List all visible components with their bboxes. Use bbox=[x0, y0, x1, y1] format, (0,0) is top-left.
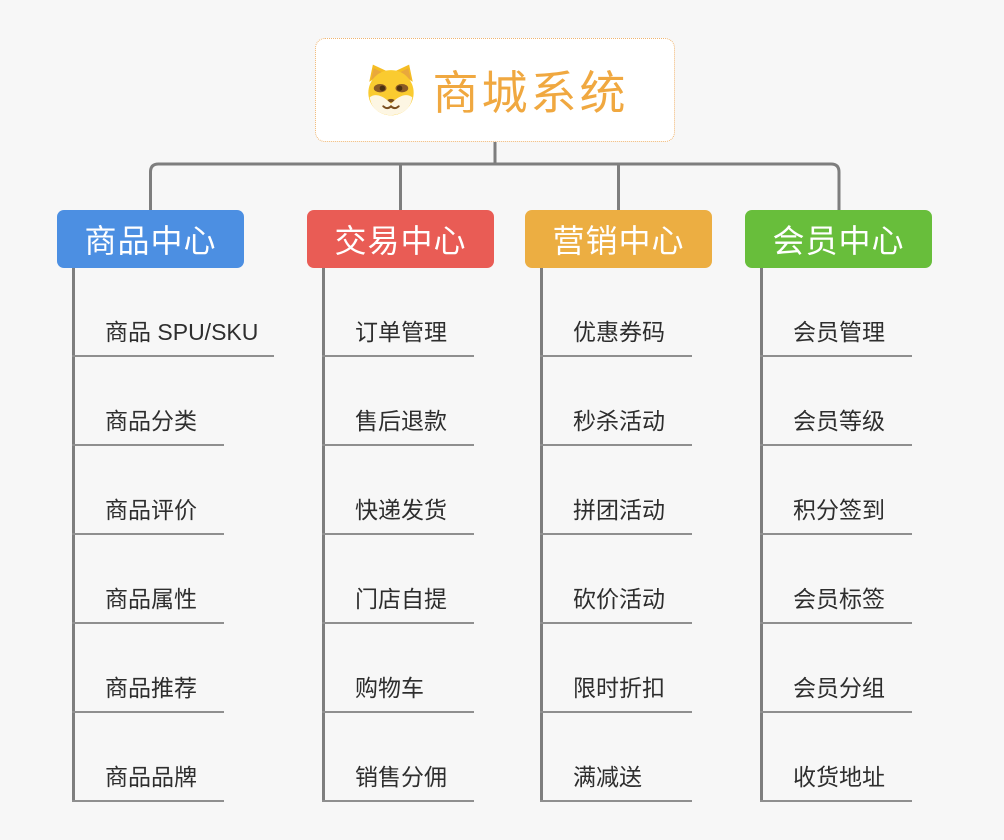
root-node[interactable]: 商城系统 bbox=[315, 38, 675, 142]
leaf-node[interactable]: 优惠券码 bbox=[540, 268, 692, 357]
branch-node[interactable]: 营销中心 bbox=[525, 210, 712, 268]
leaf-node[interactable]: 会员等级 bbox=[760, 357, 912, 446]
branch-children-column: 订单管理售后退款快递发货门店自提购物车销售分佣 bbox=[322, 268, 474, 802]
leaf-node[interactable]: 快递发货 bbox=[322, 446, 474, 535]
leaf-node[interactable]: 秒杀活动 bbox=[540, 357, 692, 446]
leaf-node[interactable]: 会员管理 bbox=[760, 268, 912, 357]
branch-children-column: 会员管理会员等级积分签到会员标签会员分组收货地址 bbox=[760, 268, 912, 802]
branch-label: 交易中心 bbox=[334, 223, 467, 259]
leaf-node[interactable]: 商品评价 bbox=[72, 446, 224, 535]
leaf-node[interactable]: 商品属性 bbox=[72, 535, 224, 624]
leaf-node[interactable]: 门店自提 bbox=[322, 535, 474, 624]
leaf-node[interactable]: 满减送 bbox=[540, 713, 692, 802]
leaf-node[interactable]: 积分签到 bbox=[760, 446, 912, 535]
branch-bus-line bbox=[149, 162, 841, 210]
doge-icon bbox=[362, 61, 420, 119]
root-title: 商城系统 bbox=[432, 67, 629, 119]
leaf-node[interactable]: 销售分佣 bbox=[322, 713, 474, 802]
branch-node[interactable]: 商品中心 bbox=[57, 210, 244, 268]
leaf-node[interactable]: 售后退款 bbox=[322, 357, 474, 446]
branch-children-column: 优惠券码秒杀活动拼团活动砍价活动限时折扣满减送 bbox=[540, 268, 692, 802]
leaf-node[interactable]: 拼团活动 bbox=[540, 446, 692, 535]
branch-label: 营销中心 bbox=[552, 223, 685, 259]
leaf-node[interactable]: 商品推荐 bbox=[72, 624, 224, 713]
branch-label: 会员中心 bbox=[772, 223, 905, 259]
leaf-node[interactable]: 购物车 bbox=[322, 624, 474, 713]
leaf-node[interactable]: 商品 SPU/SKU bbox=[72, 268, 275, 357]
leaf-node[interactable]: 限时折扣 bbox=[540, 624, 692, 713]
branch-node[interactable]: 交易中心 bbox=[307, 210, 494, 268]
leaf-node[interactable]: 订单管理 bbox=[322, 268, 474, 357]
leaf-node[interactable]: 收货地址 bbox=[760, 713, 912, 802]
branch-label: 商品中心 bbox=[84, 223, 217, 259]
leaf-node[interactable]: 商品品牌 bbox=[72, 713, 224, 802]
leaf-node[interactable]: 会员分组 bbox=[760, 624, 912, 713]
leaf-node[interactable]: 会员标签 bbox=[760, 535, 912, 624]
leaf-node[interactable]: 商品分类 bbox=[72, 357, 224, 446]
branch-node[interactable]: 会员中心 bbox=[745, 210, 932, 268]
leaf-node[interactable]: 砍价活动 bbox=[540, 535, 692, 624]
